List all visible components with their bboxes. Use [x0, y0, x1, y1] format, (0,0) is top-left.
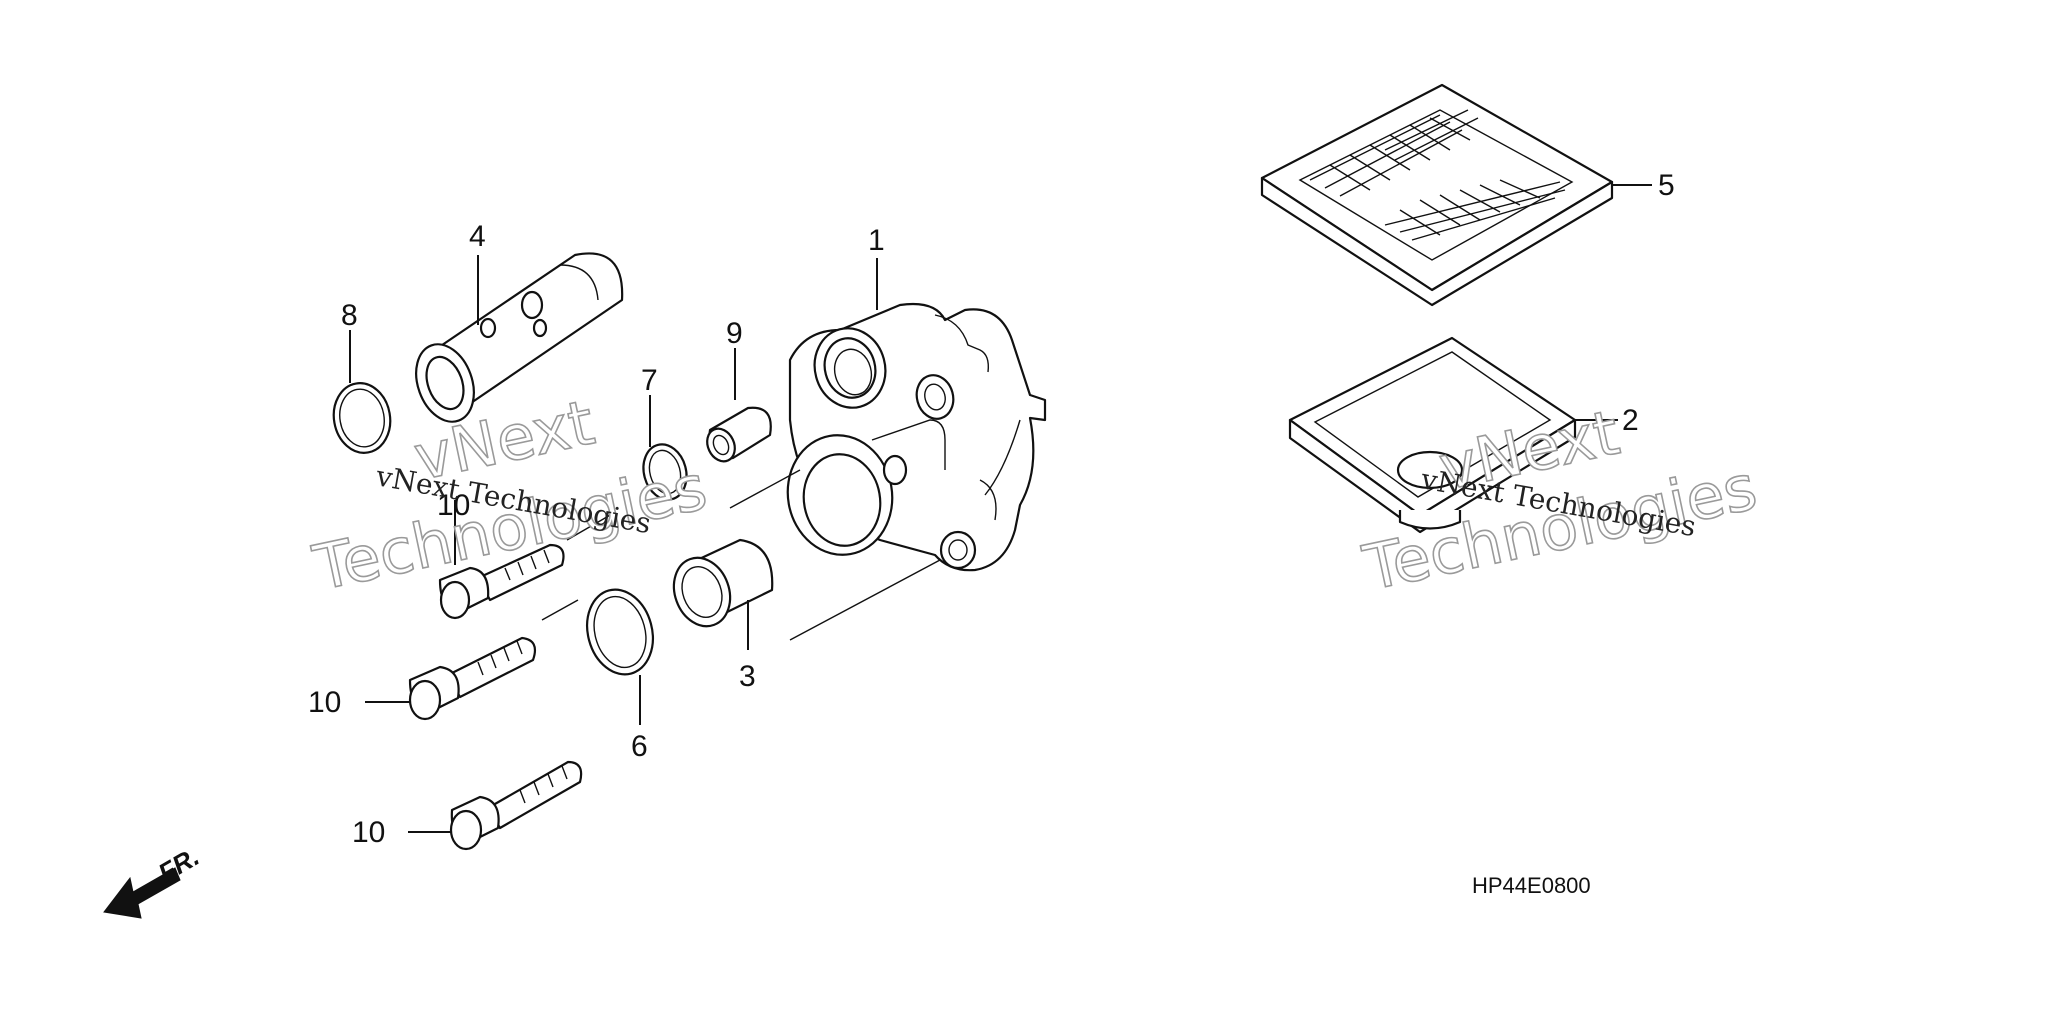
callout-3: 3 [739, 660, 756, 693]
diagram-code: HP44E0800 [1472, 873, 1591, 898]
callout-10-lower: 10 [352, 816, 385, 849]
callout-10-upper: 10 [437, 489, 470, 522]
part-9-dowel-pin [706, 348, 861, 463]
part-10-bolt-upper [438, 500, 565, 620]
callout-2: 2 [1622, 404, 1639, 437]
part-6-o-ring [541, 513, 654, 725]
part-5-strainer-screen [1260, 83, 1652, 307]
callout-4: 4 [469, 220, 486, 253]
part-8-o-ring [332, 330, 392, 454]
callout-10-middle: 10 [308, 686, 341, 719]
callout-9: 9 [726, 317, 743, 350]
callout-5: 5 [1658, 169, 1675, 202]
callout-8: 8 [341, 299, 358, 332]
part-2-strainer-case [1288, 336, 1618, 534]
strainer-mesh [1309, 109, 1566, 241]
part-1-oil-pump-body [729, 258, 1047, 641]
part-7-o-ring [642, 395, 688, 501]
callout-7: 7 [641, 364, 658, 397]
callout-1: 1 [868, 224, 885, 257]
part-3-collar [672, 538, 774, 650]
front-direction-arrow: FR. [103, 841, 204, 919]
part-4-valve-sleeve [415, 252, 624, 423]
part-10-bolt-lower [408, 760, 583, 851]
part-10-bolt-middle [365, 636, 537, 721]
callout-6: 6 [631, 730, 648, 763]
